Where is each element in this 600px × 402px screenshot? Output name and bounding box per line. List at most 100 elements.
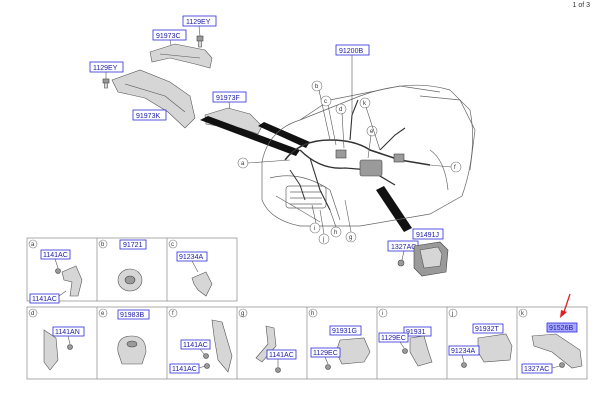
svg-text:91973F: 91973F bbox=[216, 95, 240, 102]
relay-box-part bbox=[413, 241, 449, 277]
bolt-icon bbox=[102, 78, 110, 89]
protector-f-part bbox=[204, 107, 263, 135]
cell-letter-c: c bbox=[168, 239, 178, 249]
svg-text:f: f bbox=[454, 165, 456, 171]
label-g-1141ac[interactable]: 1141AC bbox=[266, 349, 297, 360]
callout-k[interactable]: k bbox=[359, 97, 371, 109]
label-bracket-c[interactable]: 91973C bbox=[152, 29, 187, 41]
label-protector-k[interactable]: 91973K bbox=[132, 109, 167, 121]
svg-text:i: i bbox=[382, 311, 383, 317]
svg-text:1129EY: 1129EY bbox=[186, 19, 211, 26]
svg-text:1129EC: 1129EC bbox=[381, 335, 406, 342]
label-c-91234a[interactable]: 91234A bbox=[176, 251, 208, 262]
callout-d[interactable]: d bbox=[335, 103, 347, 115]
detail-row-1 bbox=[26, 237, 238, 302]
bracket-d-part bbox=[43, 329, 59, 371]
svg-text:1327AC: 1327AC bbox=[391, 244, 416, 251]
svg-text:1141AC: 1141AC bbox=[172, 366, 197, 373]
label-j-91932t[interactable]: 91932T bbox=[472, 323, 504, 334]
bolt-icon bbox=[402, 348, 408, 354]
callout-f[interactable]: f bbox=[450, 161, 462, 173]
label-k-91526b[interactable]: 91526B bbox=[546, 322, 578, 333]
bracket-g-part bbox=[255, 325, 277, 363]
svg-text:1141AC: 1141AC bbox=[43, 252, 68, 259]
svg-text:91931G: 91931G bbox=[332, 328, 357, 335]
svg-text:g: g bbox=[241, 311, 244, 317]
callout-j[interactable]: j bbox=[318, 233, 330, 245]
label-a-1141ac-bottom[interactable]: 1141AC bbox=[29, 293, 60, 304]
bolt-icon bbox=[196, 35, 204, 48]
callout-e[interactable]: e bbox=[366, 125, 378, 137]
callout-a[interactable]: a bbox=[237, 157, 249, 169]
svg-text:91200B: 91200B bbox=[339, 48, 363, 55]
label-i-91931[interactable]: 91931 bbox=[403, 326, 432, 337]
svg-text:j: j bbox=[322, 237, 324, 243]
svg-text:91234A: 91234A bbox=[179, 254, 203, 261]
bolt-icon bbox=[55, 268, 61, 274]
svg-text:91932T: 91932T bbox=[475, 326, 499, 333]
svg-text:1129EC: 1129EC bbox=[313, 350, 338, 357]
label-d-1141an[interactable]: 1141AN bbox=[52, 326, 85, 337]
svg-text:c: c bbox=[324, 99, 327, 105]
bracket-j-part bbox=[477, 333, 513, 363]
label-protector-f[interactable]: 91973F bbox=[212, 91, 247, 103]
svg-text:91491J: 91491J bbox=[416, 232, 439, 239]
cell-letter-j: j bbox=[448, 308, 458, 318]
label-relay-nut[interactable]: 1327AC bbox=[387, 240, 419, 252]
svg-text:k: k bbox=[363, 101, 367, 107]
nut-icon bbox=[397, 259, 405, 267]
page-number: 1 of 3 bbox=[572, 2, 590, 9]
svg-text:91721: 91721 bbox=[123, 242, 143, 249]
svg-text:1141AC: 1141AC bbox=[183, 342, 208, 349]
vehicle-outline bbox=[261, 84, 476, 227]
svg-text:b: b bbox=[315, 84, 319, 90]
label-top-bolt[interactable]: 1129EY bbox=[182, 15, 217, 27]
label-i-1129ec[interactable]: 1129EC bbox=[378, 332, 409, 343]
label-a-1141ac-top[interactable]: 1141AC bbox=[40, 249, 71, 260]
cell-letter-f: f bbox=[168, 308, 178, 318]
cell-letter-h: h bbox=[308, 308, 318, 318]
clip-c-part bbox=[191, 271, 213, 297]
bolt-icon bbox=[203, 353, 209, 359]
label-relay-box[interactable]: 91491J bbox=[412, 228, 444, 240]
label-f-1141ac-bottom[interactable]: 1141AC bbox=[169, 363, 200, 374]
protector-k-detail-part bbox=[531, 333, 583, 369]
leader-strip bbox=[258, 122, 310, 148]
cell-letter-g: g bbox=[238, 308, 248, 318]
callout-g[interactable]: g bbox=[345, 231, 357, 243]
svg-text:d: d bbox=[339, 107, 342, 113]
label-h-91931g[interactable]: 91931G bbox=[329, 325, 362, 336]
cell-letter-k: k bbox=[518, 308, 528, 318]
svg-text:1141AN: 1141AN bbox=[55, 329, 80, 336]
grommet-e-part bbox=[117, 335, 147, 365]
callout-i[interactable]: i bbox=[309, 222, 321, 234]
svg-text:b: b bbox=[101, 242, 105, 248]
bolt-icon bbox=[275, 367, 281, 373]
label-left-bolt[interactable]: 1129EY bbox=[89, 61, 124, 73]
svg-text:i: i bbox=[314, 226, 315, 232]
label-h-1129ec[interactable]: 1129EC bbox=[310, 347, 341, 358]
label-e-91983b[interactable]: 91983B bbox=[117, 309, 150, 320]
bolt-icon bbox=[461, 362, 467, 368]
protector-f-detail-part bbox=[211, 319, 233, 373]
label-j-91234a[interactable]: 91234A bbox=[448, 345, 480, 356]
label-k-1327ac[interactable]: 1327AC bbox=[521, 363, 553, 374]
callout-b[interactable]: b bbox=[311, 80, 323, 92]
svg-text:91526B: 91526B bbox=[549, 325, 573, 332]
callout-h[interactable]: h bbox=[330, 226, 342, 238]
red-arrow-icon bbox=[560, 293, 571, 318]
label-f-1141ac-top[interactable]: 1141AC bbox=[180, 339, 211, 350]
label-b-91721[interactable]: 91721 bbox=[119, 239, 147, 250]
svg-text:c: c bbox=[171, 242, 174, 248]
svg-text:91973K: 91973K bbox=[136, 113, 160, 120]
svg-text:1141AC: 1141AC bbox=[269, 352, 294, 359]
clip-a-part bbox=[61, 265, 83, 297]
svg-text:a: a bbox=[241, 161, 245, 167]
svg-text:g: g bbox=[349, 235, 352, 241]
bracket-i-part bbox=[409, 335, 433, 367]
bolt-icon bbox=[204, 363, 210, 369]
svg-text:91983B: 91983B bbox=[120, 312, 144, 319]
callout-c[interactable]: c bbox=[320, 95, 332, 107]
label-harness[interactable]: 91200B bbox=[335, 44, 370, 56]
